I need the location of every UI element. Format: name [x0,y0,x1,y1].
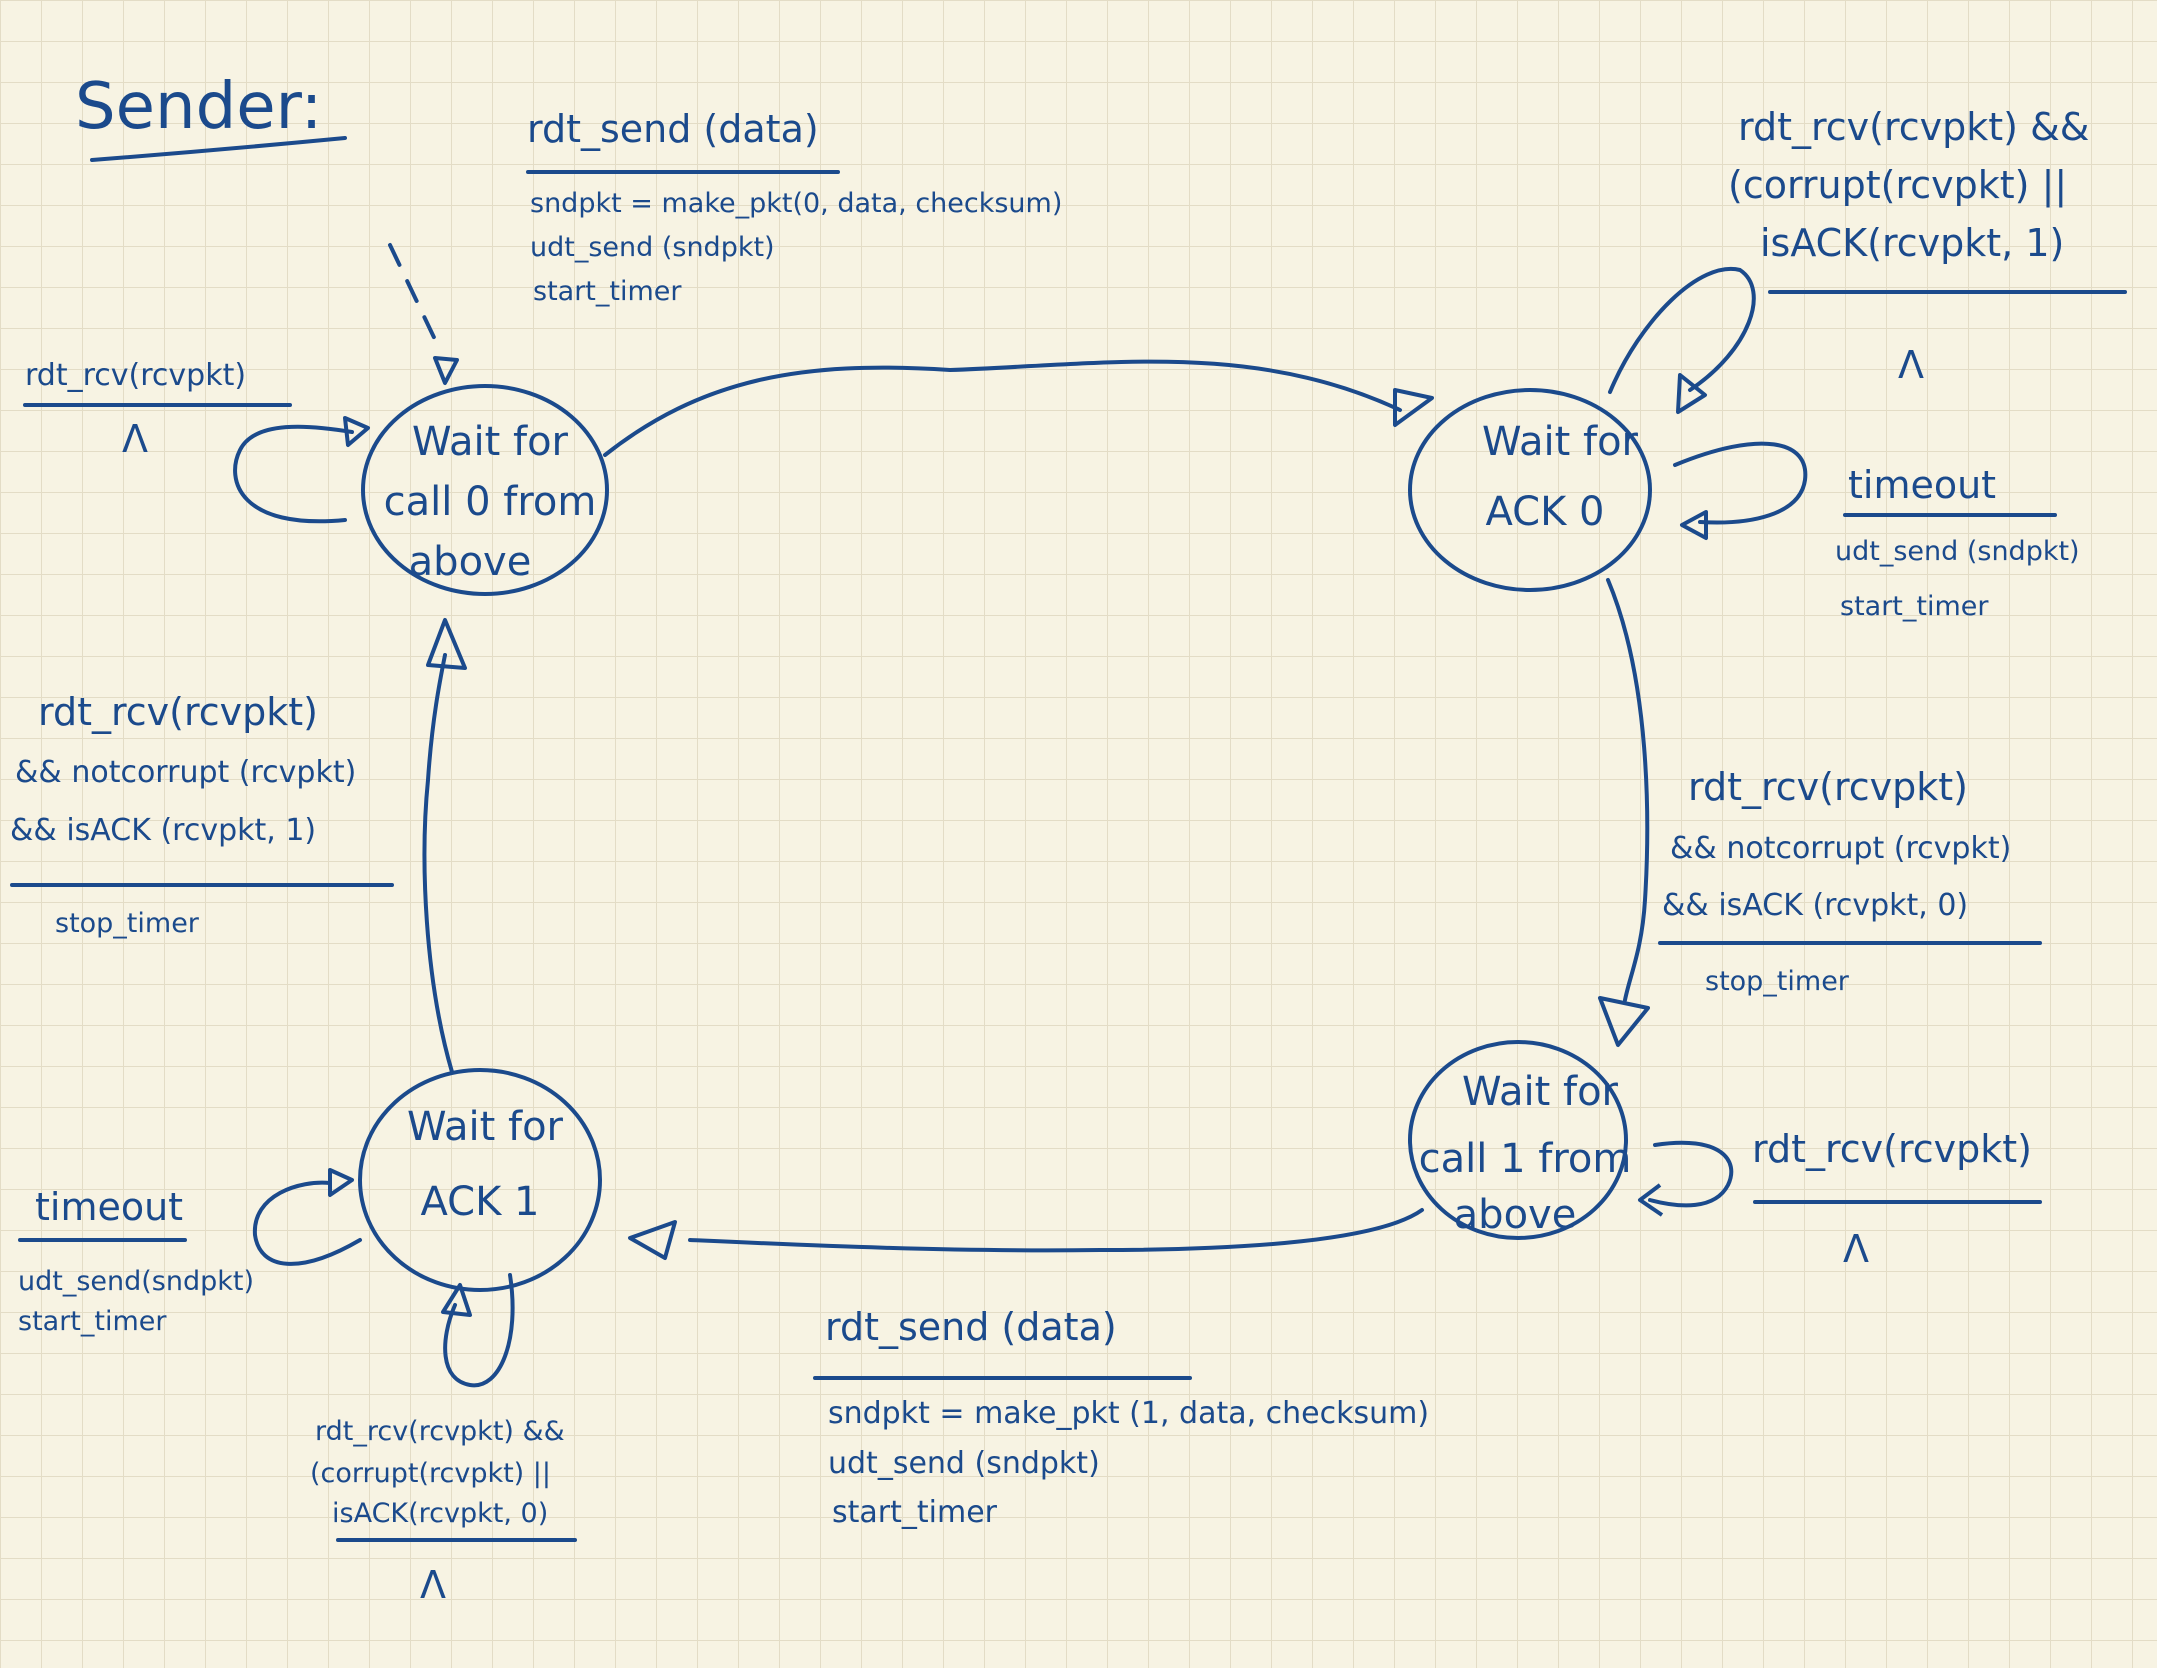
transition-action: Λ [1843,1227,1869,1271]
transition-action: start_timer [533,276,682,307]
transition-ack1-self-timeout: timeout udt_send(sndpkt) start_timer [18,1168,362,1337]
initial-arrowhead [433,356,459,385]
state-label-line: call 1 from [1419,1136,1632,1182]
state-circle [1408,388,1652,592]
self-loop-line [1673,441,1808,525]
transition-action: Λ [420,1563,446,1607]
state-label-line: above [409,539,532,585]
self-loop-line [443,1273,515,1388]
state-label-line: above [1454,1192,1577,1238]
transition-event: rdt_send (data) [825,1305,1117,1349]
self-loop-line [233,424,354,524]
state-label-line: Wait for [407,1104,564,1150]
transition-call1-self: rdt_rcv(rcvpkt) Λ [1638,1127,2042,1271]
transition-action: sndpkt = make_pkt (1, data, checksum) [828,1396,1429,1431]
transition-arrowhead [426,618,467,670]
transition-ack1-to-call0: rdt_rcv(rcvpkt) && notcorrupt (rcvpkt) &… [10,618,467,1074]
state-label-line: call 0 from [384,479,597,525]
transition-event-line: rdt_rcv(rcvpkt) && [315,1416,565,1447]
transition-action: stop_timer [55,908,200,939]
self-loop-arrowhead [441,1283,472,1317]
title-underline [90,136,347,162]
state-label-line: ACK 0 [1486,489,1605,535]
transition-event-line: (corrupt(rcvpkt) || [310,1458,551,1489]
state-circle [361,384,609,596]
self-loop-arrowhead [1680,510,1708,540]
self-loop-line [1608,266,1756,394]
state-wait-call-1: Wait for call 1 from above [1408,1040,1632,1240]
transition-action: udt_send (sndpkt) [828,1446,1100,1481]
transition-event: timeout [1848,463,1996,507]
transition-action: udt_send (sndpkt) [1835,536,2080,567]
transition-event-line: rdt_rcv(rcvpkt) && [1738,105,2089,149]
self-loop-arrowhead [1638,1183,1664,1217]
diagram-title: Sender: [75,70,322,144]
transition-event-line: && notcorrupt (rcvpkt) [1670,831,2011,866]
transition-event-line: rdt_rcv(rcvpkt) [1688,765,1968,809]
transition-line [688,1208,1424,1253]
transition-action: udt_send(sndpkt) [18,1266,254,1297]
transition-ack0-self-corrupt: rdt_rcv(rcvpkt) && (corrupt(rcvpkt) || i… [1608,105,2127,414]
transition-event-line: (corrupt(rcvpkt) || [1728,163,2067,208]
transition-event-line: && notcorrupt (rcvpkt) [15,755,356,790]
initial-arrow-line [388,243,442,352]
state-circle [1408,1040,1628,1240]
transition-event: rdt_rcv(rcvpkt) [1752,1127,2032,1171]
transition-event: timeout [35,1185,183,1229]
transition-event: rdt_rcv(rcvpkt) [25,358,246,393]
state-wait-ack-0: Wait for ACK 0 [1408,388,1652,592]
state-label-line: Wait for [412,419,569,465]
transition-event-line: && isACK (rcvpkt, 1) [10,813,316,848]
transition-event: rdt_send (data) [527,107,819,151]
transition-ack0-to-call1: rdt_rcv(rcvpkt) && notcorrupt (rcvpkt) &… [1598,578,2042,1047]
transition-action: start_timer [832,1495,998,1530]
transition-line [1606,578,1650,1002]
transition-call1-to-ack1: rdt_send (data) sndpkt = make_pkt (1, da… [628,1208,1429,1530]
transition-event-line: rdt_rcv(rcvpkt) [38,690,318,734]
state-wait-call-0: Wait for call 0 from above [361,384,609,596]
transition-action: sndpkt = make_pkt(0, data, checksum) [530,188,1062,219]
transition-line [603,359,1402,457]
transition-arrowhead [1598,996,1650,1047]
state-label-line: Wait for [1482,419,1639,465]
transition-action: stop_timer [1705,966,1850,997]
initial-arrow [388,243,459,385]
transition-event-line: isACK(rcvpkt, 0) [332,1498,548,1529]
transition-arrowhead [628,1220,677,1260]
state-wait-ack-1: Wait for ACK 1 [358,1068,602,1292]
transition-event-line: isACK(rcvpkt, 1) [1760,221,2064,265]
transition-action: start_timer [18,1306,167,1337]
transition-ack1-self-corrupt: rdt_rcv(rcvpkt) && (corrupt(rcvpkt) || i… [310,1273,577,1607]
transition-arrowhead [1393,388,1434,427]
self-loop-arrowhead [1676,373,1707,414]
transition-action: Λ [122,417,148,461]
self-loop-arrowhead [328,1168,354,1197]
transition-action: Λ [1898,343,1924,387]
self-loop-line [252,1180,362,1266]
transition-event-line: && isACK (rcvpkt, 0) [1662,888,1968,923]
state-label-line: ACK 1 [421,1179,540,1225]
state-circle [358,1068,602,1292]
transition-action: udt_send (sndpkt) [530,232,775,263]
transition-call0-self: rdt_rcv(rcvpkt) Λ [23,358,370,524]
transition-call0-to-ack0: rdt_send (data) sndpkt = make_pkt(0, dat… [526,107,1434,457]
transition-line [422,653,454,1074]
transition-action: start_timer [1840,591,1989,622]
transition-ack0-self-timeout: timeout udt_send (sndpkt) start_timer [1673,441,2080,622]
self-loop-arrowhead [343,416,370,447]
self-loop-line [1648,1140,1734,1208]
state-label-line: Wait for [1462,1069,1619,1115]
